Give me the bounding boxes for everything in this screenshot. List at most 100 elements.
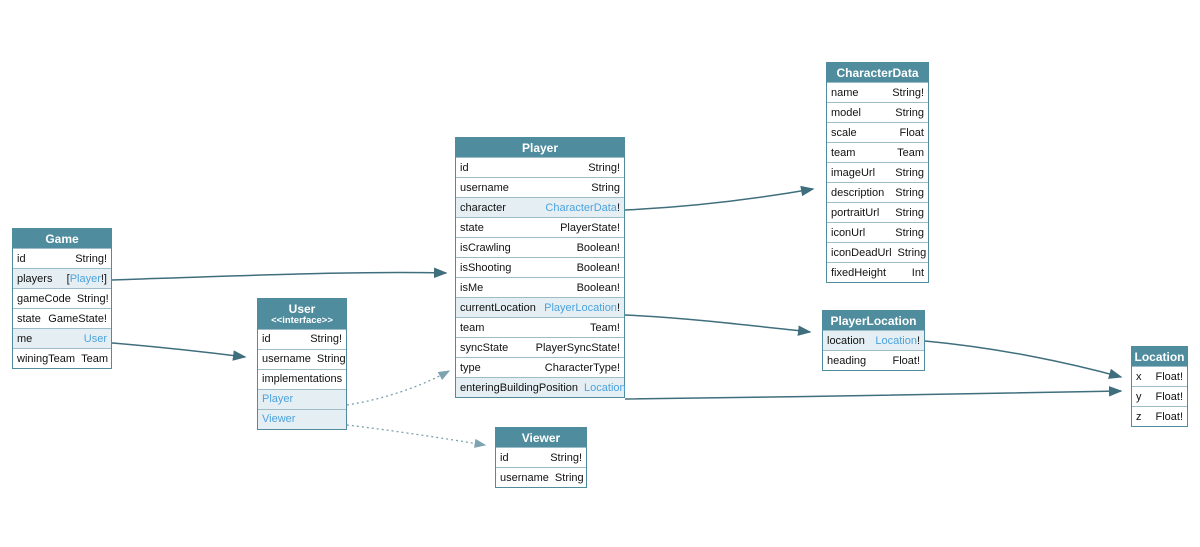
field-row-player-type[interactable]: type CharacterType! <box>456 357 624 378</box>
field-name: scale <box>831 126 857 139</box>
type-text: String <box>316 353 346 366</box>
type-text: String <box>895 186 924 199</box>
type-link[interactable]: PlayerLocation <box>544 301 617 314</box>
table-title: PlayerLocation <box>830 314 917 328</box>
field-name: team <box>831 146 856 159</box>
type-text: String <box>895 206 924 219</box>
field-name: character <box>460 201 506 214</box>
field-type: PlayerLocation! <box>544 302 620 314</box>
type-text: Boolean! <box>576 241 620 254</box>
field-type: String <box>895 187 924 199</box>
type-text: ! <box>616 301 620 314</box>
type-text: PlayerState! <box>560 221 620 234</box>
field-name: portraitUrl <box>831 206 880 219</box>
field-row-game-winingTeam[interactable]: winingTeam Team <box>13 348 111 369</box>
edge-player-character-to-characterdata <box>624 185 815 211</box>
field-name: isShooting <box>460 261 512 274</box>
field-name: id <box>500 451 509 464</box>
field-row-player-character[interactable]: character CharacterData! <box>456 197 624 218</box>
type-link[interactable]: Player <box>69 272 101 285</box>
field-name: type <box>460 361 481 374</box>
field-type: String! <box>310 333 342 345</box>
table-header-game[interactable]: Game <box>13 229 111 249</box>
type-text: CharacterType! <box>544 361 620 374</box>
field-name: gameCode <box>17 292 71 305</box>
field-row-user-implementations[interactable]: implementations <box>258 368 346 389</box>
field-name: implementations <box>262 373 343 386</box>
type-link[interactable]: CharacterData <box>545 201 617 214</box>
type-link[interactable]: Location <box>875 334 917 347</box>
table-header-location[interactable]: Location <box>1132 347 1187 367</box>
field-name: imageUrl <box>831 166 876 179</box>
field-type: String! <box>75 253 107 265</box>
field-row-game-players[interactable]: players[Player!] <box>13 268 111 289</box>
field-name[interactable]: Viewer <box>262 413 296 426</box>
type-text: String <box>554 471 584 484</box>
field-type: Team <box>81 353 108 365</box>
field-row-user-Viewer[interactable]: Viewer <box>258 408 346 429</box>
table-header-viewer[interactable]: Viewer <box>496 428 586 448</box>
table-header-player[interactable]: Player <box>456 138 624 158</box>
field-type: Float! <box>1155 391 1183 403</box>
field-row-characterdata-imageUrl[interactable]: imageUrl String <box>827 162 928 183</box>
field-name: winingTeam <box>17 352 76 365</box>
table-header-playerlocation[interactable]: PlayerLocation <box>823 311 924 331</box>
type-link[interactable]: Location <box>584 381 626 394</box>
edge-player-enteringbuildingposition-to-location <box>624 386 1123 400</box>
field-type: GameState! <box>48 313 107 325</box>
type-link[interactable]: User <box>83 332 107 345</box>
field-row-characterdata-portraitUrl[interactable]: portraitUrl String <box>827 202 928 223</box>
field-type: String <box>895 227 924 239</box>
field-row-user-Player[interactable]: Player <box>258 388 346 409</box>
type-text: Float! <box>1155 370 1183 383</box>
table-header-user[interactable]: User<<interface>> <box>258 299 346 329</box>
type-text: ! <box>616 201 620 214</box>
field-row-location-x[interactable]: x Float! <box>1132 366 1187 387</box>
type-text: String <box>895 166 924 179</box>
table-title: Game <box>45 232 79 246</box>
field-name: username <box>460 181 509 194</box>
field-name: x <box>1136 370 1142 383</box>
table-header-characterdata[interactable]: CharacterData <box>827 63 928 83</box>
field-name[interactable]: Player <box>262 393 294 406</box>
field-name: name <box>831 86 859 99</box>
